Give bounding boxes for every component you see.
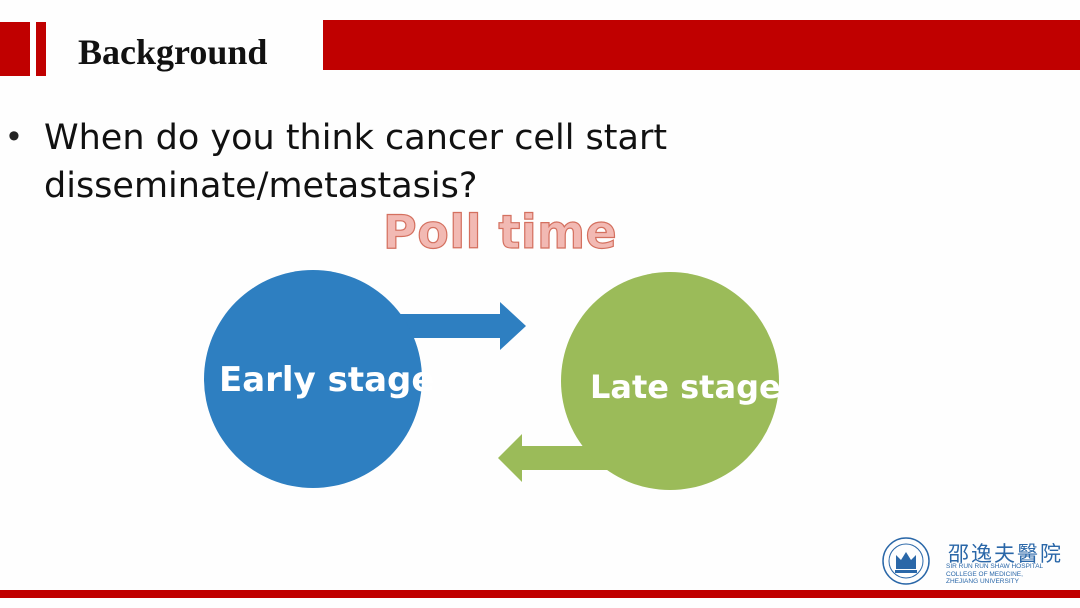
arrow-right [400, 302, 526, 350]
poll-time-label: Poll time [382, 204, 618, 259]
slide-title: Background [78, 32, 268, 72]
header-accent-bar-left [0, 22, 30, 76]
footer-accent-bar [0, 590, 1080, 598]
hospital-emblem-icon [882, 537, 930, 585]
hospital-subtitle-line: SIR RUN RUN SHAW HOSPITAL [946, 563, 1044, 570]
header-accent-bar-thin [36, 22, 46, 76]
header-accent-bar-right [323, 20, 1080, 70]
hospital-subtitle-line: COLLEGE OF MEDICINE, [946, 570, 1023, 578]
late-stage-label: Late stage [590, 368, 781, 406]
early-stage-circle [204, 270, 422, 488]
bullet-marker: • [8, 117, 20, 155]
hospital-subtitle-line: ZHEJIANG UNIVERSITY [946, 578, 1019, 585]
bullet-question: When do you think cancer cell start diss… [44, 118, 668, 206]
hospital-subtitle: SIR RUN RUN SHAW HOSPITAL COLLEGE OF MED… [946, 563, 1066, 586]
early-stage-label: Early stage [219, 360, 435, 400]
hospital-name: 邵逸夫醫院 [948, 542, 1063, 566]
late-stage-circle [561, 272, 779, 490]
